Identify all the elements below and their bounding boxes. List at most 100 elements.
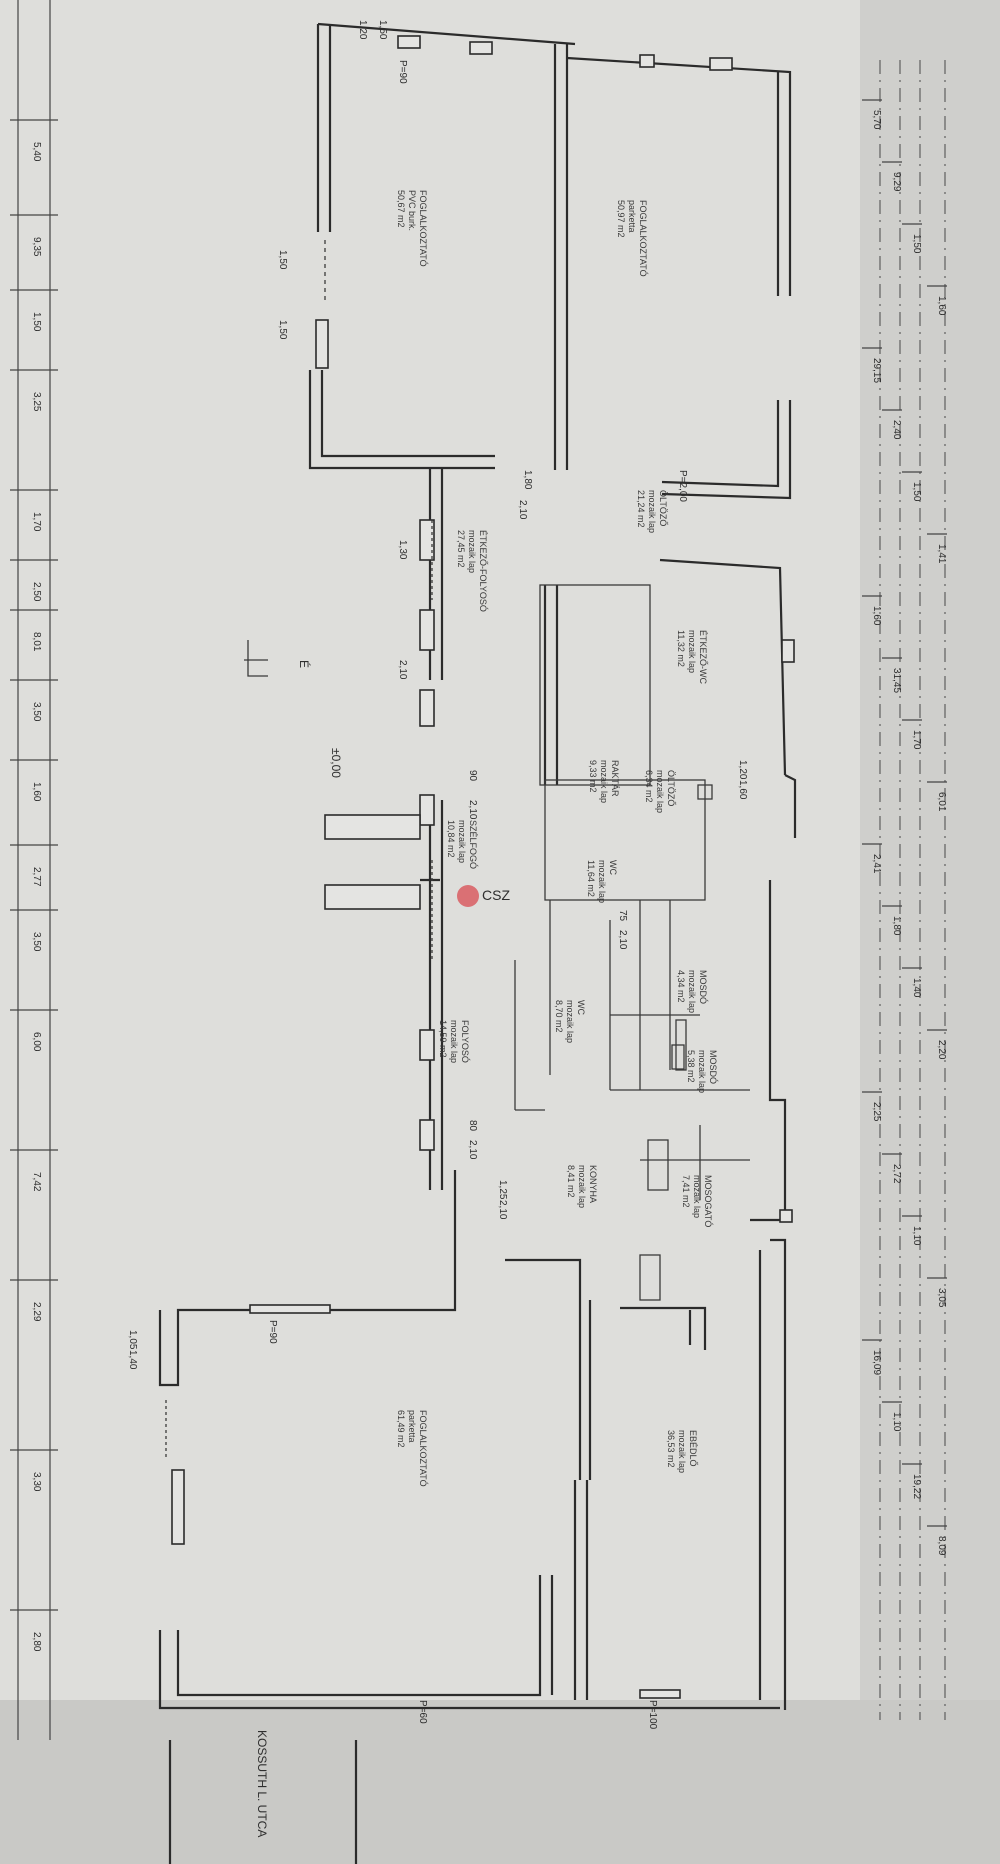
room-area: 4,34 m2 xyxy=(676,970,686,1003)
dimension-value: 1,60 xyxy=(936,296,947,316)
room-floor: PVC burk. xyxy=(407,190,417,231)
room-name: SZÉLFOGÓ xyxy=(468,820,478,869)
room-area: 11,32 m2 xyxy=(676,630,686,667)
dimension-value: 2,25 xyxy=(871,1102,882,1122)
room-floor: mozaik lap xyxy=(467,530,477,573)
dimension-value: 5,70 xyxy=(871,110,882,130)
left-dimension-chain: 5,409,351,503,251,702,508,013,501,602,77… xyxy=(10,0,58,1740)
opening-dimension: 1,05 xyxy=(127,1330,138,1350)
dimension-value: 3,50 xyxy=(31,932,42,952)
room-floor: mozaik lap xyxy=(655,770,665,813)
room-area: 14,59 m2 xyxy=(438,1020,448,1058)
opening-dimension: 80 xyxy=(467,1120,478,1132)
dimension-value: 31,45 xyxy=(891,668,902,693)
opening-dimension: 1,20 xyxy=(737,760,748,780)
room-floor: mozaik lap xyxy=(577,1165,587,1208)
dimension-value: 1,80 xyxy=(891,916,902,936)
opening-dimension: 1,80 xyxy=(522,470,533,490)
room-floor: mozaik lap xyxy=(565,1000,575,1043)
dimension-value: 29,15 xyxy=(871,358,882,383)
dimension-value: 1,41 xyxy=(936,544,947,564)
room-name: FOGLALKOZTATÓ xyxy=(418,1410,428,1487)
dimension-value: 2,40 xyxy=(891,420,902,440)
dimension-value: 1,50 xyxy=(911,234,922,254)
dimension-value: 9,35 xyxy=(31,237,42,257)
dimension-value: 2,41 xyxy=(871,854,882,874)
room-floor: mozaik lap xyxy=(687,970,697,1013)
dimension-value: 5,40 xyxy=(31,142,42,162)
dimension-value: 1,50 xyxy=(31,312,42,332)
dimension-value: 1,70 xyxy=(31,512,42,532)
opening-dimension: 1,50 xyxy=(377,20,388,40)
dimension-value: 1,70 xyxy=(911,730,922,750)
dimension-value: 1,60 xyxy=(31,782,42,802)
room-floor: parketta xyxy=(627,200,637,233)
dimension-value: 16,09 xyxy=(871,1350,882,1375)
room-floor: mozaik lap xyxy=(647,490,657,533)
opening-dimension: P=90 xyxy=(397,60,408,84)
opening-dimension: 1,40 xyxy=(127,1350,138,1370)
room-name: WC xyxy=(608,860,618,875)
room-name: EBÉDLŐ xyxy=(688,1430,698,1467)
room-area: 6,34 m2 xyxy=(644,770,654,803)
room-name: KONYHA xyxy=(588,1165,598,1203)
room-area: 8,70 m2 xyxy=(554,1000,564,1033)
north-arrow: É xyxy=(244,640,312,677)
room-area: 50,67 m2 xyxy=(396,190,406,228)
dimension-value: 9,29 xyxy=(891,172,902,192)
room-name: FOLYOSÓ xyxy=(460,1020,470,1063)
opening-dimension: P=60 xyxy=(417,1700,428,1724)
dimension-value: 2,77 xyxy=(31,867,42,887)
room-name: MOSOGATÓ xyxy=(703,1175,713,1227)
street-name: KOSSUTH L. UTCA xyxy=(255,1730,269,1837)
room-area: 36,53 m2 xyxy=(666,1430,676,1468)
opening-dimension: 2,10 xyxy=(517,500,528,520)
dimension-value: 2,50 xyxy=(31,582,42,602)
room-area: 27,45 m2 xyxy=(456,530,466,568)
watermark: CSZ xyxy=(457,885,510,907)
dimension-value: 1,60 xyxy=(871,606,882,626)
door-arcs xyxy=(165,240,433,1460)
dimension-value: 19,22 xyxy=(911,1474,922,1499)
room-name: ÖLTÖZŐ xyxy=(658,490,668,526)
dimension-value: 1,50 xyxy=(911,482,922,502)
level-mark: ±0,00 xyxy=(329,748,343,778)
room-floor: mozaik lap xyxy=(449,1020,459,1063)
opening-dimension: P=2,00 xyxy=(677,470,688,502)
opening-dimension: 1,60 xyxy=(737,780,748,800)
right-dimension-chain: 5,70 9,29 1,50 1,60 29,15 2,40 1,50 1,41 1,60 31,… xyxy=(862,60,947,1720)
room-floor: mozaik lap xyxy=(687,630,697,673)
room-floor: parketta xyxy=(407,1410,417,1443)
dimension-value: 1,10 xyxy=(891,1412,902,1432)
opening-dimension: 1,30 xyxy=(397,540,408,560)
north-label: É xyxy=(297,660,312,668)
dimension-value: 3,25 xyxy=(31,392,42,412)
room-area: 5,38 m2 xyxy=(686,1050,696,1083)
room-area: 8,41 m2 xyxy=(566,1165,576,1198)
dimension-value: 8,09 xyxy=(936,1536,947,1556)
room-name: FOGLALKOZTATÓ xyxy=(638,200,648,277)
room-area: 10,84 m2 xyxy=(446,820,456,858)
opening-dimension: P=90 xyxy=(267,1320,278,1344)
room-floor: mozaik lap xyxy=(677,1430,687,1473)
room-floor: mozaik lap xyxy=(599,760,609,803)
room-area: 11,64 m2 xyxy=(586,860,596,897)
dimension-value: 3,50 xyxy=(31,702,42,722)
opening-dimension: 1,25 xyxy=(497,1180,508,1200)
dimension-value: 3,05 xyxy=(936,1288,947,1308)
